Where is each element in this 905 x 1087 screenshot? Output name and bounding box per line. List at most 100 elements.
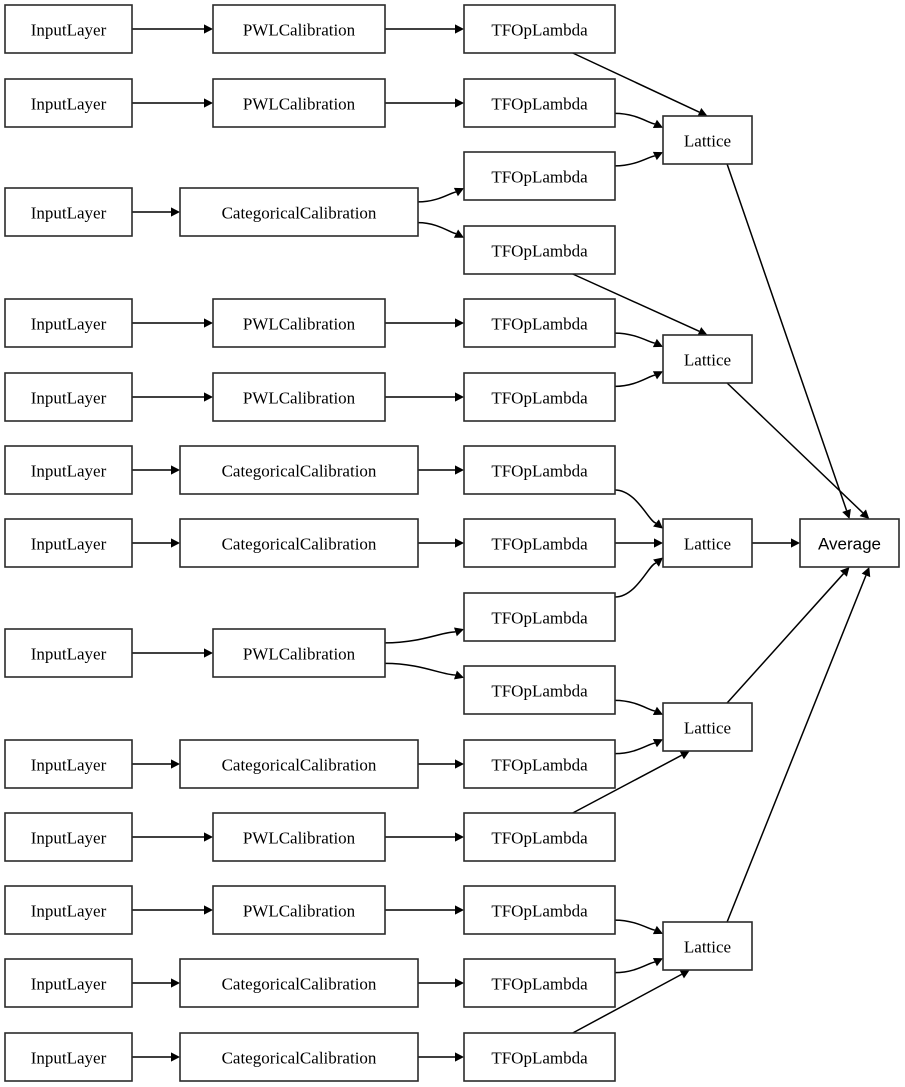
node-label-lat4: Lattice <box>684 719 731 738</box>
arrow-head <box>654 538 663 548</box>
node-label-in6: InputLayer <box>31 462 107 481</box>
edge-in7-to-cal7 <box>131 538 180 548</box>
node-lam10[interactable]: TFOpLambda <box>463 665 616 715</box>
node-cal9[interactable]: CategoricalCalibration <box>179 739 419 789</box>
node-label-lam2: TFOpLambda <box>491 95 588 114</box>
node-lam1[interactable]: TFOpLambda <box>463 4 616 54</box>
node-label-lat5: Lattice <box>684 938 731 957</box>
node-cal2[interactable]: PWLCalibration <box>212 78 386 128</box>
node-box <box>4 298 133 348</box>
node-in13[interactable]: InputLayer <box>4 1032 133 1082</box>
node-lam14[interactable]: TFOpLambda <box>463 958 616 1008</box>
node-lam3[interactable]: TFOpLambda <box>463 151 616 201</box>
node-label-lat3: Lattice <box>684 535 731 554</box>
node-label-cal9: CategoricalCalibration <box>222 756 377 775</box>
arrow-head <box>455 318 464 328</box>
node-lam7[interactable]: TFOpLambda <box>463 445 616 495</box>
node-in5[interactable]: InputLayer <box>4 372 133 422</box>
arrow-head <box>454 627 464 637</box>
node-cal7[interactable]: CategoricalCalibration <box>179 518 419 568</box>
node-cal6[interactable]: CategoricalCalibration <box>179 445 419 495</box>
edge-cal11-to-lam13 <box>384 905 464 915</box>
edge-cal12-to-lam14 <box>418 978 464 988</box>
node-lam4[interactable]: TFOpLambda <box>463 225 616 275</box>
node-label-in9: InputLayer <box>31 756 107 775</box>
node-in4[interactable]: InputLayer <box>4 298 133 348</box>
node-cal4[interactable]: PWLCalibration <box>212 298 386 348</box>
edge-lam13-to-lat5 <box>614 919 663 935</box>
node-lat2[interactable]: Lattice <box>662 334 753 384</box>
edge-line <box>572 973 683 1034</box>
node-in8[interactable]: InputLayer <box>4 628 133 678</box>
edge-in11-to-cal11 <box>131 905 213 915</box>
node-cal13[interactable]: CategoricalCalibration <box>179 1032 419 1082</box>
arrow-head <box>204 24 213 34</box>
node-label-cal6: CategoricalCalibration <box>222 462 377 481</box>
node-label-cal2: PWLCalibration <box>243 95 356 114</box>
node-avg[interactable]: Average <box>799 518 900 568</box>
node-label-lam15: TFOpLambda <box>491 1049 588 1068</box>
node-label-cal7: CategoricalCalibration <box>222 535 377 554</box>
node-lat3[interactable]: Lattice <box>662 518 753 568</box>
node-in10[interactable]: InputLayer <box>4 812 133 862</box>
node-box <box>463 1032 616 1082</box>
node-box <box>212 885 386 935</box>
edge-cal9-to-lam11 <box>418 759 464 769</box>
edge-in3-to-cal3 <box>132 207 180 217</box>
node-lam2[interactable]: TFOpLambda <box>463 78 616 128</box>
node-box <box>4 739 133 789</box>
node-in7[interactable]: InputLayer <box>4 518 133 568</box>
arrow-head <box>652 371 663 380</box>
node-label-lam8: TFOpLambda <box>491 535 588 554</box>
edge-line <box>614 699 656 712</box>
arrow-head <box>171 207 180 217</box>
node-layer: InputLayerInputLayerInputLayerInputLayer… <box>4 4 900 1082</box>
edge-line <box>726 575 867 923</box>
edge-line <box>572 754 683 814</box>
node-lam5[interactable]: TFOpLambda <box>463 298 616 348</box>
node-cal5[interactable]: PWLCalibration <box>212 372 386 422</box>
node-in9[interactable]: InputLayer <box>4 739 133 789</box>
edge-lam9-to-lat3 <box>614 557 663 598</box>
node-label-lam5: TFOpLambda <box>491 315 588 334</box>
node-in2[interactable]: InputLayer <box>4 78 133 128</box>
node-box <box>212 812 386 862</box>
node-cal11[interactable]: PWLCalibration <box>212 885 386 935</box>
node-label-lam12: TFOpLambda <box>491 829 588 848</box>
node-label-in2: InputLayer <box>31 95 107 114</box>
node-box <box>463 298 616 348</box>
node-lam13[interactable]: TFOpLambda <box>463 885 616 935</box>
node-lam12[interactable]: TFOpLambda <box>463 812 616 862</box>
node-in3[interactable]: InputLayer <box>4 187 133 237</box>
node-lam8[interactable]: TFOpLambda <box>463 518 616 568</box>
node-label-in7: InputLayer <box>31 535 107 554</box>
edge-lam14-to-lat5 <box>614 958 663 974</box>
node-box <box>463 4 616 54</box>
node-label-in11: InputLayer <box>31 902 107 921</box>
node-in1[interactable]: InputLayer <box>4 4 133 54</box>
node-lam11[interactable]: TFOpLambda <box>463 739 616 789</box>
node-in11[interactable]: InputLayer <box>4 885 133 935</box>
edge-cal1-to-lam1 <box>385 24 464 34</box>
arrow-head <box>171 978 180 988</box>
node-lam6[interactable]: TFOpLambda <box>463 372 616 422</box>
edge-lam8-to-lat3 <box>614 538 663 548</box>
node-label-lam4: TFOpLambda <box>491 242 588 261</box>
edge-line <box>614 961 656 974</box>
node-cal1[interactable]: PWLCalibration <box>212 4 386 54</box>
node-cal8[interactable]: PWLCalibration <box>212 628 386 678</box>
node-cal3[interactable]: CategoricalCalibration <box>179 187 419 237</box>
node-box <box>463 372 616 422</box>
arrow-head <box>455 465 464 475</box>
node-lam9[interactable]: TFOpLambda <box>463 592 616 642</box>
node-cal10[interactable]: PWLCalibration <box>212 812 386 862</box>
node-lat5[interactable]: Lattice <box>662 921 753 971</box>
node-lam15[interactable]: TFOpLambda <box>463 1032 616 1082</box>
node-in6[interactable]: InputLayer <box>4 445 133 495</box>
node-in12[interactable]: InputLayer <box>4 958 133 1008</box>
node-lat1[interactable]: Lattice <box>662 115 753 165</box>
node-cal12[interactable]: CategoricalCalibration <box>179 958 419 1008</box>
arrow-head <box>171 759 180 769</box>
arrow-head <box>697 327 708 336</box>
node-lat4[interactable]: Lattice <box>662 702 753 752</box>
